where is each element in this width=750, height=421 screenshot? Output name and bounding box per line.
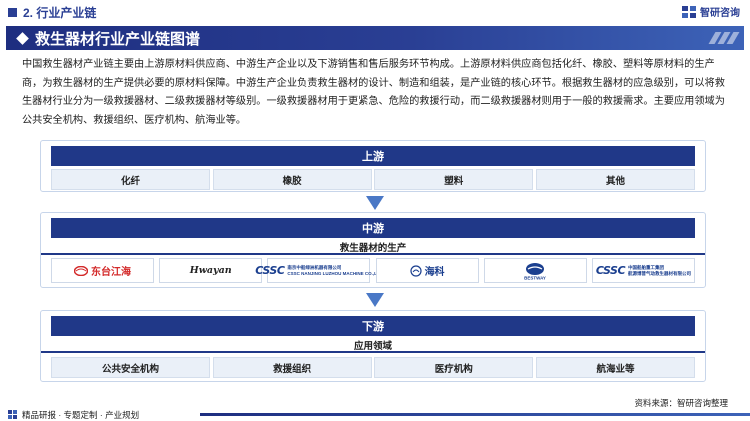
top-bar: 2. 行业产业链 智研咨询: [0, 0, 750, 24]
brand-name: 智研咨询: [700, 8, 740, 19]
downstream-item: 公共安全机构: [51, 357, 210, 378]
decorative-stripes: [708, 32, 740, 44]
jianghai-logo: 东台江海: [51, 258, 154, 283]
midstream-subtitle: 救生器材的生产: [339, 243, 407, 254]
footer-logo-icon: [8, 410, 17, 419]
source-note: 资料来源：智研咨询整理: [634, 398, 728, 408]
downstream-item: 航海业等: [535, 357, 695, 378]
brand: 智研咨询: [681, 4, 740, 19]
page-title: 救生器材行业产业链图谱: [35, 30, 201, 48]
bestway-mark-icon: BESTWAY: [524, 262, 546, 280]
midstream-block: 中游 救生器材的生产 东台江海 Hwayan CSSC 南京中船绿洲机器有限公司…: [40, 212, 706, 288]
cssc-nanjing-logo: CSSC 南京中船绿洲机器有限公司 CSSC NANJING LUZHOU MA…: [255, 258, 383, 283]
title-bar: 救生器材行业产业链图谱: [6, 26, 744, 50]
down-arrow-icon: [366, 293, 384, 307]
down-arrow-icon: [366, 196, 384, 210]
diamond-icon: [16, 31, 29, 45]
downstream-subtitle: 应用领域: [353, 341, 392, 352]
brand-logo-icon: [682, 5, 696, 18]
downstream-item: 医疗机构: [374, 357, 534, 378]
svg-text:BESTWAY: BESTWAY: [524, 275, 546, 280]
hwayan-logo: Hwayan: [159, 258, 263, 283]
upstream-item: 其他: [535, 169, 695, 190]
upstream-item: 化纤: [51, 169, 210, 190]
upstream-items: 化纤 橡胶 塑料 其他: [51, 169, 695, 190]
upstream-block: 上游 化纤 橡胶 塑料 其他: [40, 140, 706, 192]
footer: 精品研报 · 专题定制 · 产业规划: [0, 408, 750, 421]
midstream-header: 中游: [51, 218, 695, 238]
footer-slogan: 精品研报 · 专题定制 · 产业规划: [22, 409, 140, 420]
intro-paragraph: 中国救生器材产业链主要由上游原材料供应商、中游生产企业以及下游销售和售后服务环节…: [22, 59, 725, 126]
haike-logo: 海科: [375, 258, 479, 283]
downstream-header: 下游: [51, 316, 695, 336]
downstream-item: 救援组织: [212, 357, 372, 378]
downstream-divider: [41, 351, 705, 353]
footer-bar: [200, 413, 750, 416]
haike-mark-icon: [409, 264, 422, 277]
section-title: 2. 行业产业链: [23, 6, 97, 20]
upstream-item: 橡胶: [212, 169, 372, 190]
cssc-group-logo: CSSC 中国船舶重工集团 航源博普气动救生器材有限公司: [591, 258, 695, 283]
section-tag: 2. 行业产业链: [8, 4, 96, 21]
jianghai-mark-icon: [74, 265, 88, 276]
upstream-item: 塑料: [374, 169, 534, 190]
downstream-block: 下游 应用领域 公共安全机构 救援组织 医疗机构 航海业等: [40, 310, 706, 382]
midstream-divider: [41, 253, 705, 255]
downstream-items: 公共安全机构 救援组织 医疗机构 航海业等: [51, 357, 695, 378]
section-square-icon: [8, 8, 17, 17]
midstream-logos: 东台江海 Hwayan CSSC 南京中船绿洲机器有限公司 CSSC NANJI…: [51, 258, 695, 283]
bestway-logo: BESTWAY: [483, 258, 587, 283]
upstream-header: 上游: [51, 146, 695, 166]
